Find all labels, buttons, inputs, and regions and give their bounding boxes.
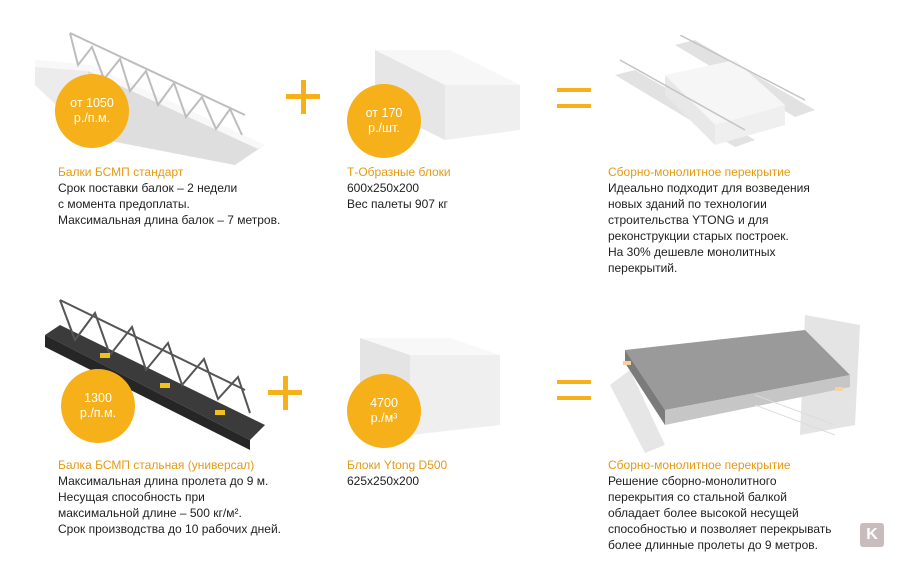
steel-beam-price-unit: р./п.м. xyxy=(79,406,117,420)
caption-line: 625x250x200 xyxy=(347,474,420,488)
caption-line: 600x250x200 xyxy=(347,181,420,195)
standard-beam-caption: Балки БСМП стандарт Срок поставки балок … xyxy=(58,164,280,228)
caption-line: Идеально подходит для возведения xyxy=(608,181,810,195)
assembled-floor-title: Сборно-монолитное перекрытие xyxy=(608,165,791,179)
steel-beam-caption: Балка БСМП стальная (универсал) Максимал… xyxy=(58,457,281,537)
steel-beam-price-value: 1300 xyxy=(84,391,112,405)
ytong-block-price-value: 4700 xyxy=(370,396,398,410)
plus-sign xyxy=(286,80,320,114)
standard-beam-price-value: от 1050 xyxy=(70,96,114,110)
standard-beam-price-badge: от 1050 р./п.м. xyxy=(55,74,129,148)
steel-floor-image xyxy=(610,315,860,453)
caption-line: перекрытия со стальной балкой xyxy=(608,490,787,504)
steel-floor-caption: Сборно-монолитное перекрытие Решение сбо… xyxy=(608,457,832,553)
plus-sign xyxy=(268,376,302,410)
equals-sign xyxy=(557,88,591,110)
equals-sign xyxy=(557,380,591,402)
caption-line: Срок поставки балок – 2 недели xyxy=(58,181,238,195)
ytong-block-title: Блоки Ytong D500 xyxy=(347,458,448,472)
caption-line: обладает более высокой несущей xyxy=(608,506,799,520)
caption-line: реконструкции старых построек. xyxy=(608,229,789,243)
t-block-caption: Т-Образные блоки 600x250x200 Вес палеты … xyxy=(347,164,451,212)
caption-line: Максимальная длина пролета до 9 м. xyxy=(58,474,269,488)
t-block-title: Т-Образные блоки xyxy=(347,165,451,179)
caption-line: строительства YTONG и для xyxy=(608,213,769,227)
caption-line: Максимальная длина балок – 7 метров. xyxy=(58,213,281,227)
assembled-floor-caption: Сборно-монолитное перекрытие Идеально по… xyxy=(608,164,810,276)
caption-line: более длинные пролеты до 9 метров. xyxy=(608,538,818,552)
steel-beam-title: Балка БСМП стальная (универсал) xyxy=(58,458,255,472)
caption-line: Срок производства до 10 рабочих дней. xyxy=(58,522,281,536)
ytong-block-caption: Блоки Ytong D500 625x250x200 xyxy=(347,457,447,489)
caption-line: Решение сборно-монолитного xyxy=(608,474,777,488)
caption-line: Несущая способность при xyxy=(58,490,205,504)
ytong-block-price-unit: р./м³ xyxy=(370,411,398,425)
assembled-floor-image xyxy=(615,35,815,147)
caption-line: с момента предоплаты. xyxy=(58,197,190,211)
t-block-price-badge: от 170 р./шт. xyxy=(347,84,421,158)
standard-beam-title: Балки БСМП стандарт xyxy=(58,165,184,179)
watermark-logo: K xyxy=(860,523,884,547)
caption-line: перекрытий. xyxy=(608,261,678,275)
ytong-block-price-badge: 4700 р./м³ xyxy=(347,374,421,448)
steel-beam-image xyxy=(45,299,265,450)
standard-beam-price-unit: р./п.м. xyxy=(73,111,111,125)
steel-floor-title: Сборно-монолитное перекрытие xyxy=(608,458,791,472)
steel-beam-price-badge: 1300 р./п.м. xyxy=(61,369,135,443)
caption-line: новых зданий по технологии xyxy=(608,197,767,211)
caption-line: Вес палеты 907 кг xyxy=(347,197,448,211)
caption-line: способностью и позволяет перекрывать xyxy=(608,522,832,536)
t-block-price-unit: р./шт. xyxy=(368,121,400,135)
caption-line: максимальной длине – 500 кг/м². xyxy=(58,506,242,520)
caption-line: На 30% дешевле монолитных xyxy=(608,245,776,259)
t-block-price-value: от 170 xyxy=(365,106,403,120)
